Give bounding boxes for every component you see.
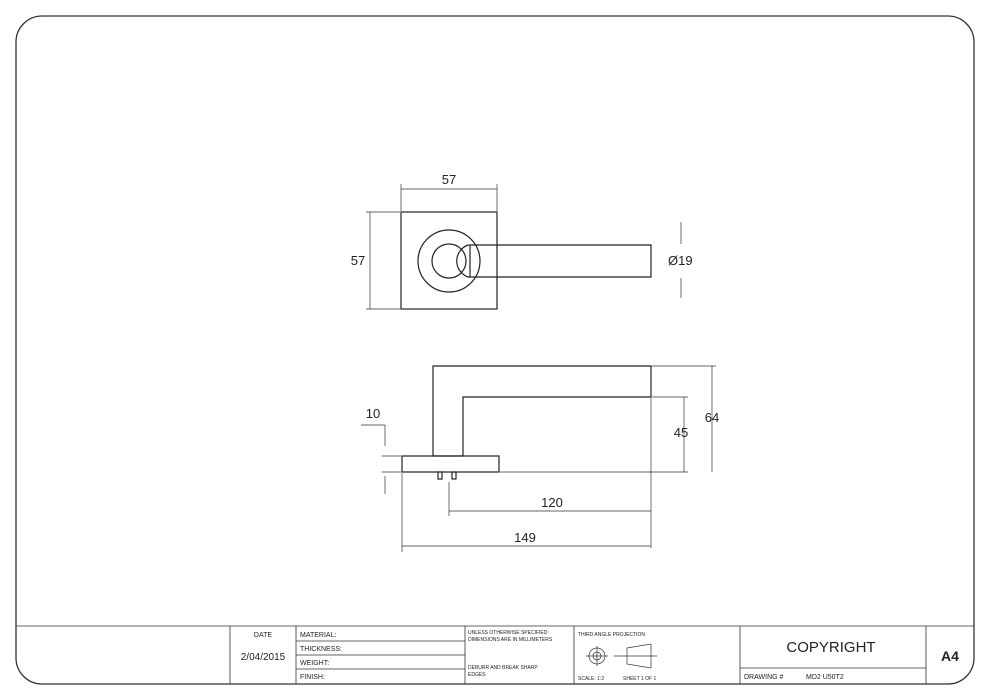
tb-weight-label: WEIGHT: [300,660,329,667]
top-view [400,211,652,310]
rose-base [401,455,500,473]
tb-drawing-no-value: MD2 U50T2 [806,674,844,681]
tb-thickness-label: THICKNESS: [300,646,342,653]
dim-overall-height-64: 64 [705,410,719,425]
dim-width-57: 57 [442,172,456,187]
tb-sheet-label: SHEET 1 OF 1 [623,676,656,682]
tb-notes-line3: DEBURR AND BREAK SHARP [468,665,538,671]
top-view-dimensions [366,184,682,310]
tb-finish-label: FINISH: [300,674,325,681]
title-block-grid [16,625,974,684]
dim-diameter-19: Ø19 [668,253,693,268]
sheet-border [15,15,975,685]
dim-lever-height-45: 45 [674,425,688,440]
tb-projection-label: THIRD ANGLE PROJECTION [578,632,645,638]
tb-material-label: MATERIAL: [300,632,336,639]
spindle-pin-left [437,471,443,480]
side-view [401,365,652,480]
tb-notes-line4: EDGES [468,672,486,678]
dim-projection-120: 120 [541,495,563,510]
tb-copyright: COPYRIGHT [786,639,875,656]
tb-notes-line1: UNLESS OTHERWISE SPECIFIED: [468,630,549,636]
tb-date-value: 2/04/2015 [241,652,286,663]
side-view-dimensions [361,365,716,552]
tb-drawing-no-label: DRAWING # [744,674,784,681]
lever-outline [456,244,652,278]
dim-overall-length-149: 149 [514,530,536,545]
spindle-pin-right [451,471,457,480]
tb-scale-label: SCALE: 1:2 [578,676,604,682]
dim-rose-thickness-10: 10 [366,406,380,421]
tb-sheet-size: A4 [941,648,959,664]
rose-square [400,211,498,310]
third-angle-projection-icon [586,643,657,669]
rose-outer-circle [417,229,481,293]
rose-inner-circle [431,243,467,279]
tb-date-header: DATE [254,632,272,639]
tb-notes-line2: DIMENSIONS ARE IN MILLIMETERS [468,637,553,643]
dim-height-57: 57 [351,253,365,268]
